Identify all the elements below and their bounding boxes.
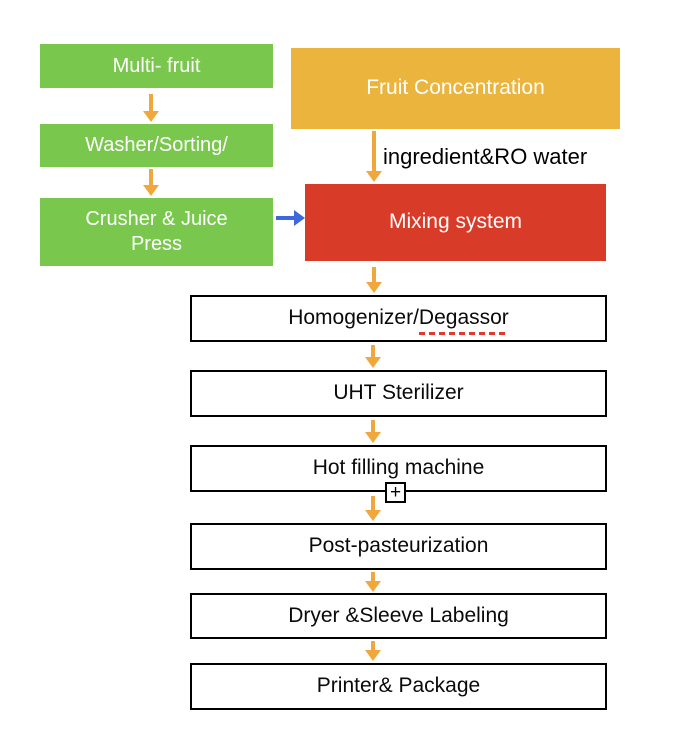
node-label: Hot filling machine — [312, 456, 485, 480]
arrow-down-icon — [365, 345, 381, 368]
node-printer-package: Printer& Package — [190, 663, 607, 710]
node-label: Homogenizer/Degassor — [288, 305, 509, 335]
label-prefix: Homogenizer/ — [288, 306, 419, 330]
plus-anchor-icon[interactable]: + — [385, 482, 406, 503]
node-multi-fruit: Multi- fruit — [40, 44, 273, 88]
spellcheck-underlined-word: Degassor — [418, 305, 509, 335]
node-washer-sorting: Washer/Sorting/ — [40, 124, 273, 167]
node-fruit-concentration: Fruit Concentration — [291, 48, 620, 129]
arrow-right-icon — [276, 210, 305, 226]
node-crusher-juice-press: Crusher & Juice Press — [40, 198, 273, 266]
arrow-down-icon — [365, 572, 381, 592]
arrow-down-icon — [366, 267, 382, 293]
node-label: Washer/Sorting/ — [85, 134, 228, 156]
arrow-down-icon — [143, 169, 159, 196]
arrow-down-icon — [365, 420, 381, 443]
node-label: Fruit Concentration — [366, 76, 545, 100]
node-mixing-system: Mixing system — [305, 184, 606, 261]
plus-glyph: + — [389, 482, 402, 503]
node-label: UHT Sterilizer — [333, 381, 464, 405]
node-label: Crusher & Juice Press — [85, 208, 228, 255]
node-label: Mixing system — [388, 210, 523, 234]
node-label: Post-pasteurization — [308, 534, 489, 558]
arrow-down-icon — [143, 94, 159, 122]
node-label: Multi- fruit — [112, 54, 201, 77]
node-homogenizer-degassor: Homogenizer/Degassor — [190, 295, 607, 342]
node-post-pasteurization: Post-pasteurization — [190, 523, 607, 570]
flow-annotation-ingredient-ro-water: ingredient&RO water — [383, 144, 588, 169]
node-uht-sterilizer: UHT Sterilizer — [190, 370, 607, 417]
arrow-down-icon — [365, 496, 381, 521]
node-dryer-sleeve-labeling: Dryer &Sleeve Labeling — [190, 593, 607, 639]
arrow-down-icon — [366, 131, 382, 182]
arrow-down-icon — [365, 641, 381, 661]
node-label: Dryer &Sleeve Labeling — [288, 603, 509, 627]
node-label: Printer& Package — [316, 674, 481, 698]
